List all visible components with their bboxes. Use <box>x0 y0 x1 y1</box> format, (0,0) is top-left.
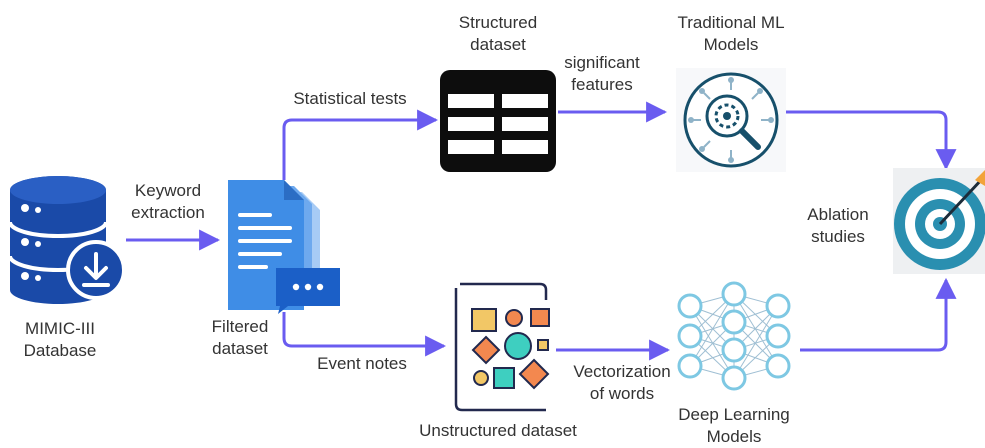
ablation-studies-label: Ablation studies <box>792 204 884 248</box>
keyword-extraction-label: Keyword extraction <box>118 180 218 224</box>
vectorization-label: Vectorization of words <box>562 361 682 405</box>
deep-label-line1: Deep Learning <box>678 405 790 424</box>
arrow-deep-to-target <box>800 277 957 352</box>
arrow-traditional-to-target <box>785 110 957 171</box>
arrow-filtered-to-unstructured <box>282 312 447 357</box>
table-icon <box>440 70 556 172</box>
keyword-label-line2: extraction <box>131 203 205 222</box>
shapes-icon <box>454 282 550 412</box>
arrow-filtered-to-structured <box>282 109 439 180</box>
mimic-label-line2: Database <box>23 341 97 360</box>
structured-dataset-label: Structured dataset <box>448 12 548 56</box>
deep-label-line2: Models <box>706 427 762 446</box>
significant-label-line1: significant <box>564 53 640 72</box>
arrows <box>126 101 957 361</box>
structured-label-line2: dataset <box>470 35 526 54</box>
filtered-dataset-label: Filtered dataset <box>190 316 290 360</box>
target-icon <box>893 168 985 274</box>
statistical-tests-label: Statistical tests <box>293 89 407 108</box>
mimic-label-line1: MIMIC-III <box>25 319 95 338</box>
keyword-label-line1: Keyword <box>134 181 202 200</box>
structured-label-line1: Structured <box>458 13 538 32</box>
vectorization-label-line1: Vectorization <box>573 362 671 381</box>
ablation-label-line2: studies <box>811 227 865 246</box>
document-icon <box>228 180 340 314</box>
filtered-label-line2: dataset <box>212 339 268 358</box>
ablation-label-line1: Ablation <box>807 205 869 224</box>
significant-features-label: significant features <box>552 52 652 96</box>
vectorization-label-line2: of words <box>589 384 655 403</box>
traditional-ml-label: Traditional ML Models <box>656 12 806 56</box>
database-icon <box>8 176 126 304</box>
event-notes-label: Event notes <box>317 354 407 373</box>
significant-label-line2: features <box>571 75 633 94</box>
deep-learning-label: Deep Learning Models <box>664 404 804 448</box>
unstructured-dataset-label: Unstructured dataset <box>419 421 577 440</box>
neural-network-icon <box>677 281 791 391</box>
traditional-label-line2: Models <box>703 35 759 54</box>
mimic-label: MIMIC-III Database <box>10 318 110 362</box>
gear-search-icon <box>676 68 786 172</box>
traditional-label-line1: Traditional ML <box>677 13 785 32</box>
filtered-label-line1: Filtered <box>211 317 269 336</box>
